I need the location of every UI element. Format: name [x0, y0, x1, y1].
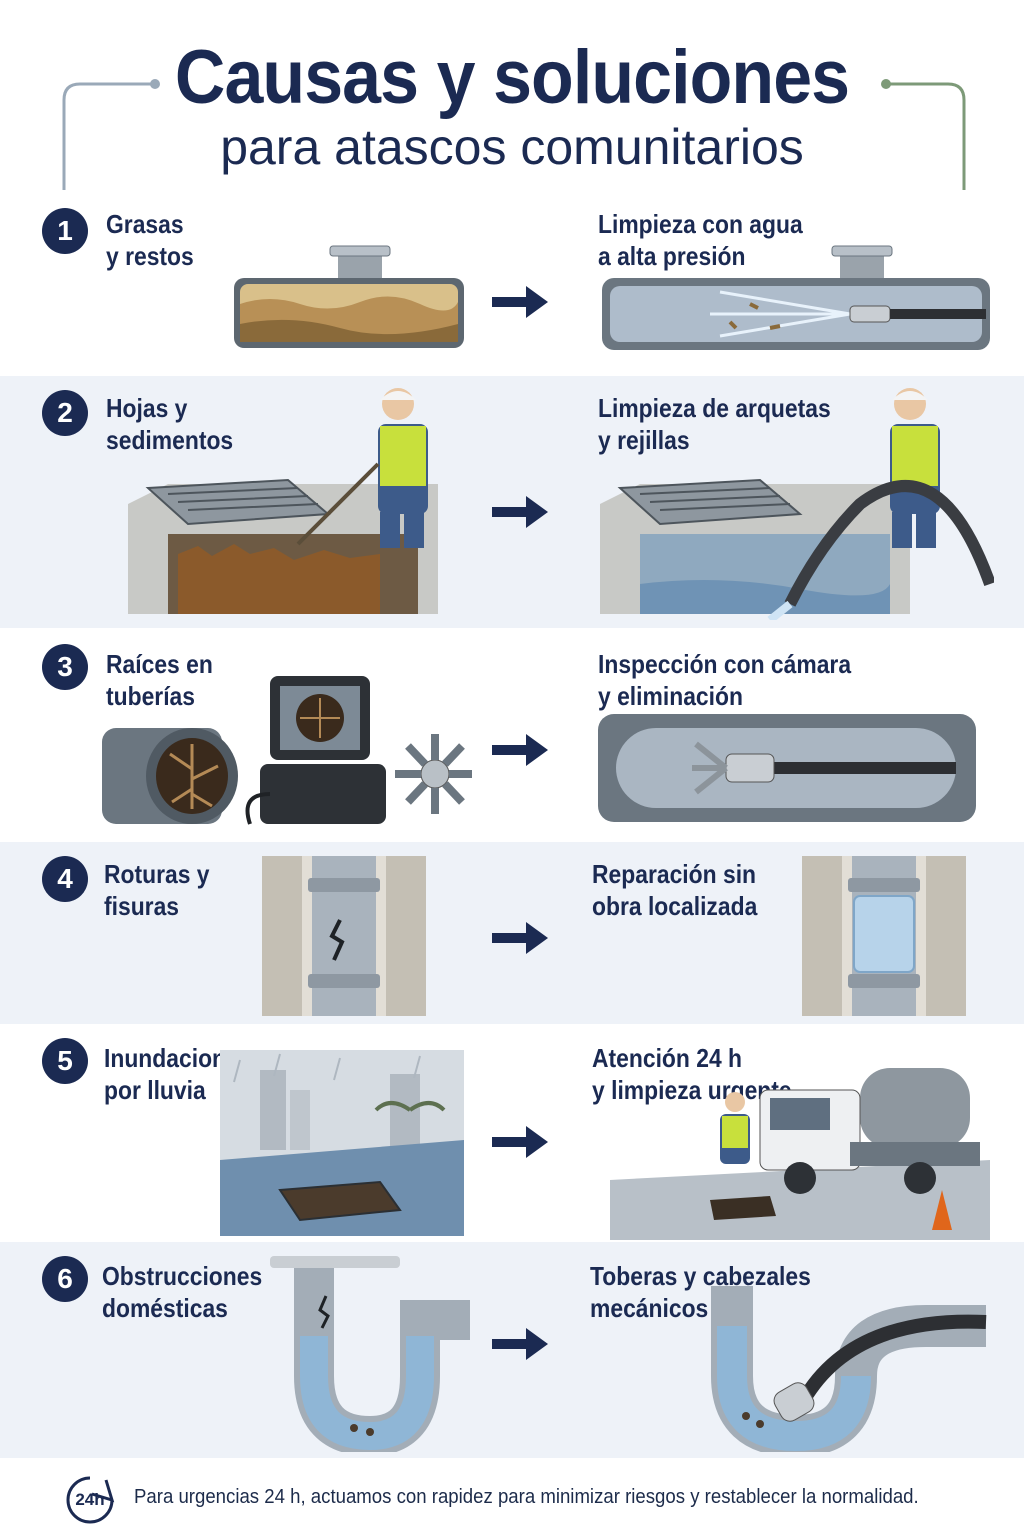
clogged-p-trap-illustration: [270, 1256, 470, 1452]
row-4: 4 Roturas y fisuras Reparación sin obra …: [0, 842, 1024, 1024]
page-title: Causas y soluciones: [174, 35, 850, 120]
arrow-right-icon: [492, 1126, 548, 1158]
solution-label: Toberas y cabezales mecánicos: [590, 1261, 811, 1323]
arrow-right-icon: [492, 286, 548, 318]
arrow-right-icon: [492, 734, 548, 766]
arrow-right-icon: [492, 922, 548, 954]
emergency-truck-illustration: [610, 1068, 990, 1240]
drain-leaves-illustration: [128, 388, 438, 614]
drain-cleaning-illustration: [600, 388, 994, 620]
step-number: 2: [42, 390, 88, 436]
cracked-pipe-illustration: [262, 856, 426, 1016]
solution-label: Reparación sin obra localizada: [592, 859, 758, 921]
arrow-right-icon: [492, 496, 548, 528]
step-number: 1: [42, 208, 88, 254]
row-3: 3 Raíces en tuberías Inspección con cáma…: [0, 628, 1024, 842]
row-5: 5 Inundaciones por lluvia Atención 24 h …: [0, 1024, 1024, 1242]
greasy-pipe-illustration: [234, 245, 464, 348]
step-number: 4: [42, 856, 88, 902]
mechanical-head-illustration: [711, 1286, 987, 1452]
cause-label: Raíces en tuberías: [106, 649, 213, 711]
repaired-pipe-illustration: [802, 856, 966, 1016]
roots-camera-illustration: [102, 676, 472, 825]
high-pressure-pipe-illustration: [602, 245, 990, 350]
cause-label: Grasas y restos: [106, 209, 194, 271]
row-6: 6 Obstrucciones domésticas Toberas y cab…: [0, 1242, 1024, 1458]
arrow-right-icon: [492, 1328, 548, 1360]
title-bracket-decoration: [62, 79, 966, 190]
step-number: 3: [42, 644, 88, 690]
header: Causas y soluciones para atascos comunit…: [0, 0, 1024, 200]
footer-note: Para urgencias 24 h, actuamos con rapide…: [134, 1486, 919, 1508]
clock-24h-icon: [66, 1476, 115, 1524]
row-1: 1 Grasas y restos Limpieza con agua a al…: [0, 200, 1024, 376]
badge-24h-label: 24h: [75, 1490, 105, 1509]
footer: 24h Para urgencias 24 h, actuamos con ra…: [0, 1464, 1024, 1536]
page-subtitle: para atascos comunitarios: [220, 119, 804, 175]
step-number: 6: [42, 1256, 88, 1302]
cause-label: Obstrucciones domésticas: [102, 1261, 263, 1323]
camera-pipe-inspection-illustration: [598, 714, 976, 822]
solution-label: Limpieza de arquetas y rejillas: [598, 393, 831, 455]
solution-label: Inspección con cámara y eliminación: [598, 649, 852, 711]
cause-label: Roturas y fisuras: [104, 859, 210, 921]
cause-label: Hojas y sedimentos: [106, 393, 234, 455]
row-2: 2 Hojas y sedimentos Limpieza de arqueta…: [0, 376, 1024, 628]
solution-label: Limpieza con agua a alta presión: [598, 209, 803, 271]
solution-label: Atención 24 h y limpieza urgente: [592, 1043, 792, 1105]
step-number: 5: [42, 1038, 88, 1084]
flooded-drain-illustration: [220, 1050, 464, 1236]
